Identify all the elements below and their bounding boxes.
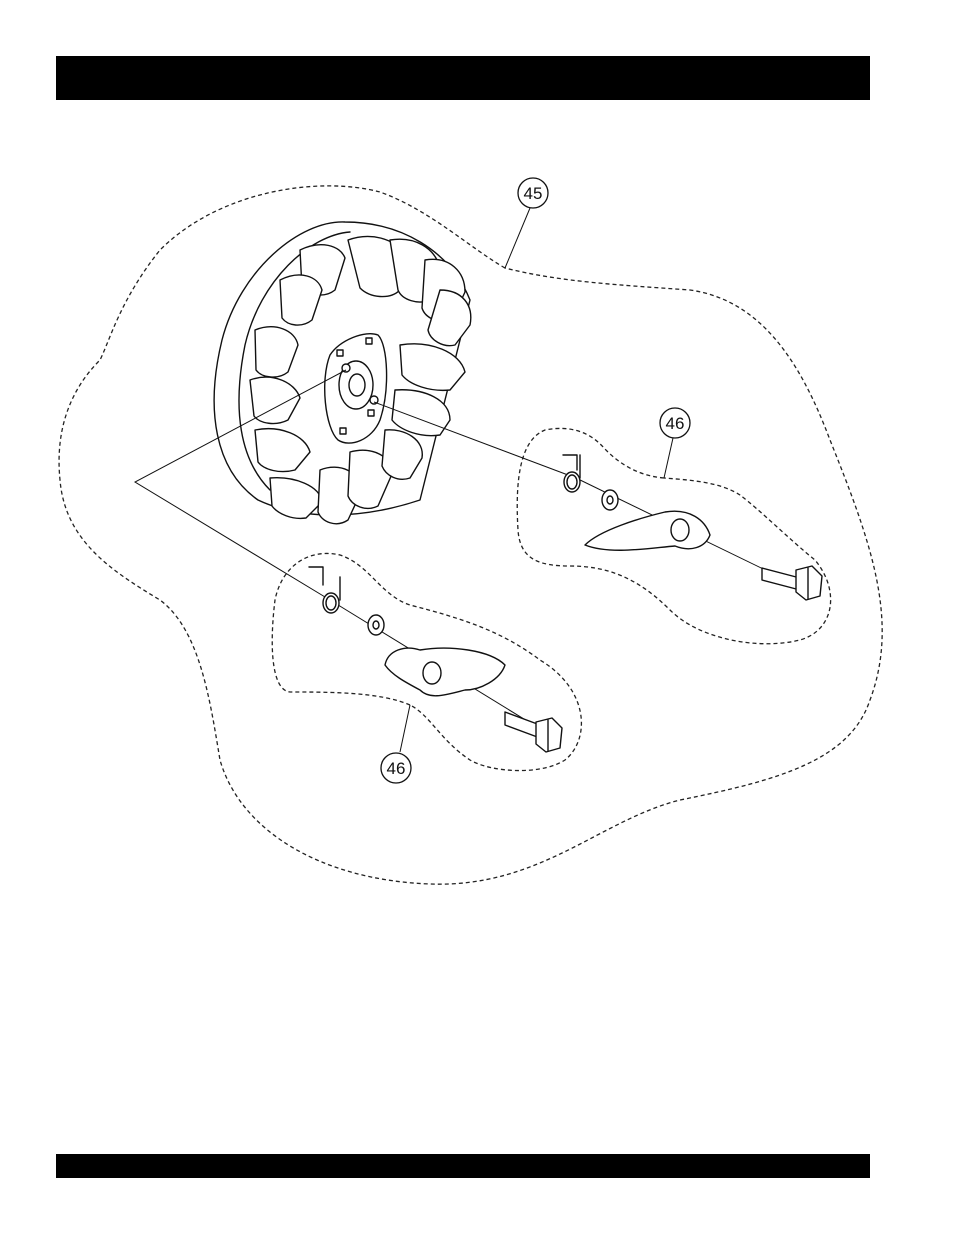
callout-46-upper-label: 46 [666, 414, 685, 433]
flywheel [214, 222, 471, 524]
hub-pin [368, 410, 374, 416]
leader-line-45 [505, 208, 530, 268]
pivot-post [342, 364, 350, 372]
pawl-group-lower [309, 567, 562, 752]
ratchet-pawl [385, 648, 505, 696]
callout-46-upper: 46 [660, 408, 690, 438]
leader-line-46-upper [664, 438, 673, 478]
pawl-bolt-head [796, 566, 822, 600]
hub-bore [349, 374, 365, 396]
hub-pin [340, 428, 346, 434]
spring-leg [563, 455, 577, 470]
pawl-bolt-shank [505, 712, 540, 738]
spring-leg [309, 567, 323, 585]
pawl-bolt-head [536, 718, 562, 752]
assembly-boundary-45 [59, 186, 882, 884]
pawl-group-upper [563, 455, 822, 600]
hub-pin [366, 338, 372, 344]
pawl-bolt-shank [762, 568, 800, 590]
callout-45-label: 45 [524, 184, 543, 203]
callout-46-lower: 46 [381, 753, 411, 783]
hub-pin [337, 350, 343, 356]
ratchet-pawl [585, 511, 710, 550]
callout-45: 45 [518, 178, 548, 208]
callout-46-lower-label: 46 [387, 759, 406, 778]
leader-line-46-lower [400, 705, 410, 752]
